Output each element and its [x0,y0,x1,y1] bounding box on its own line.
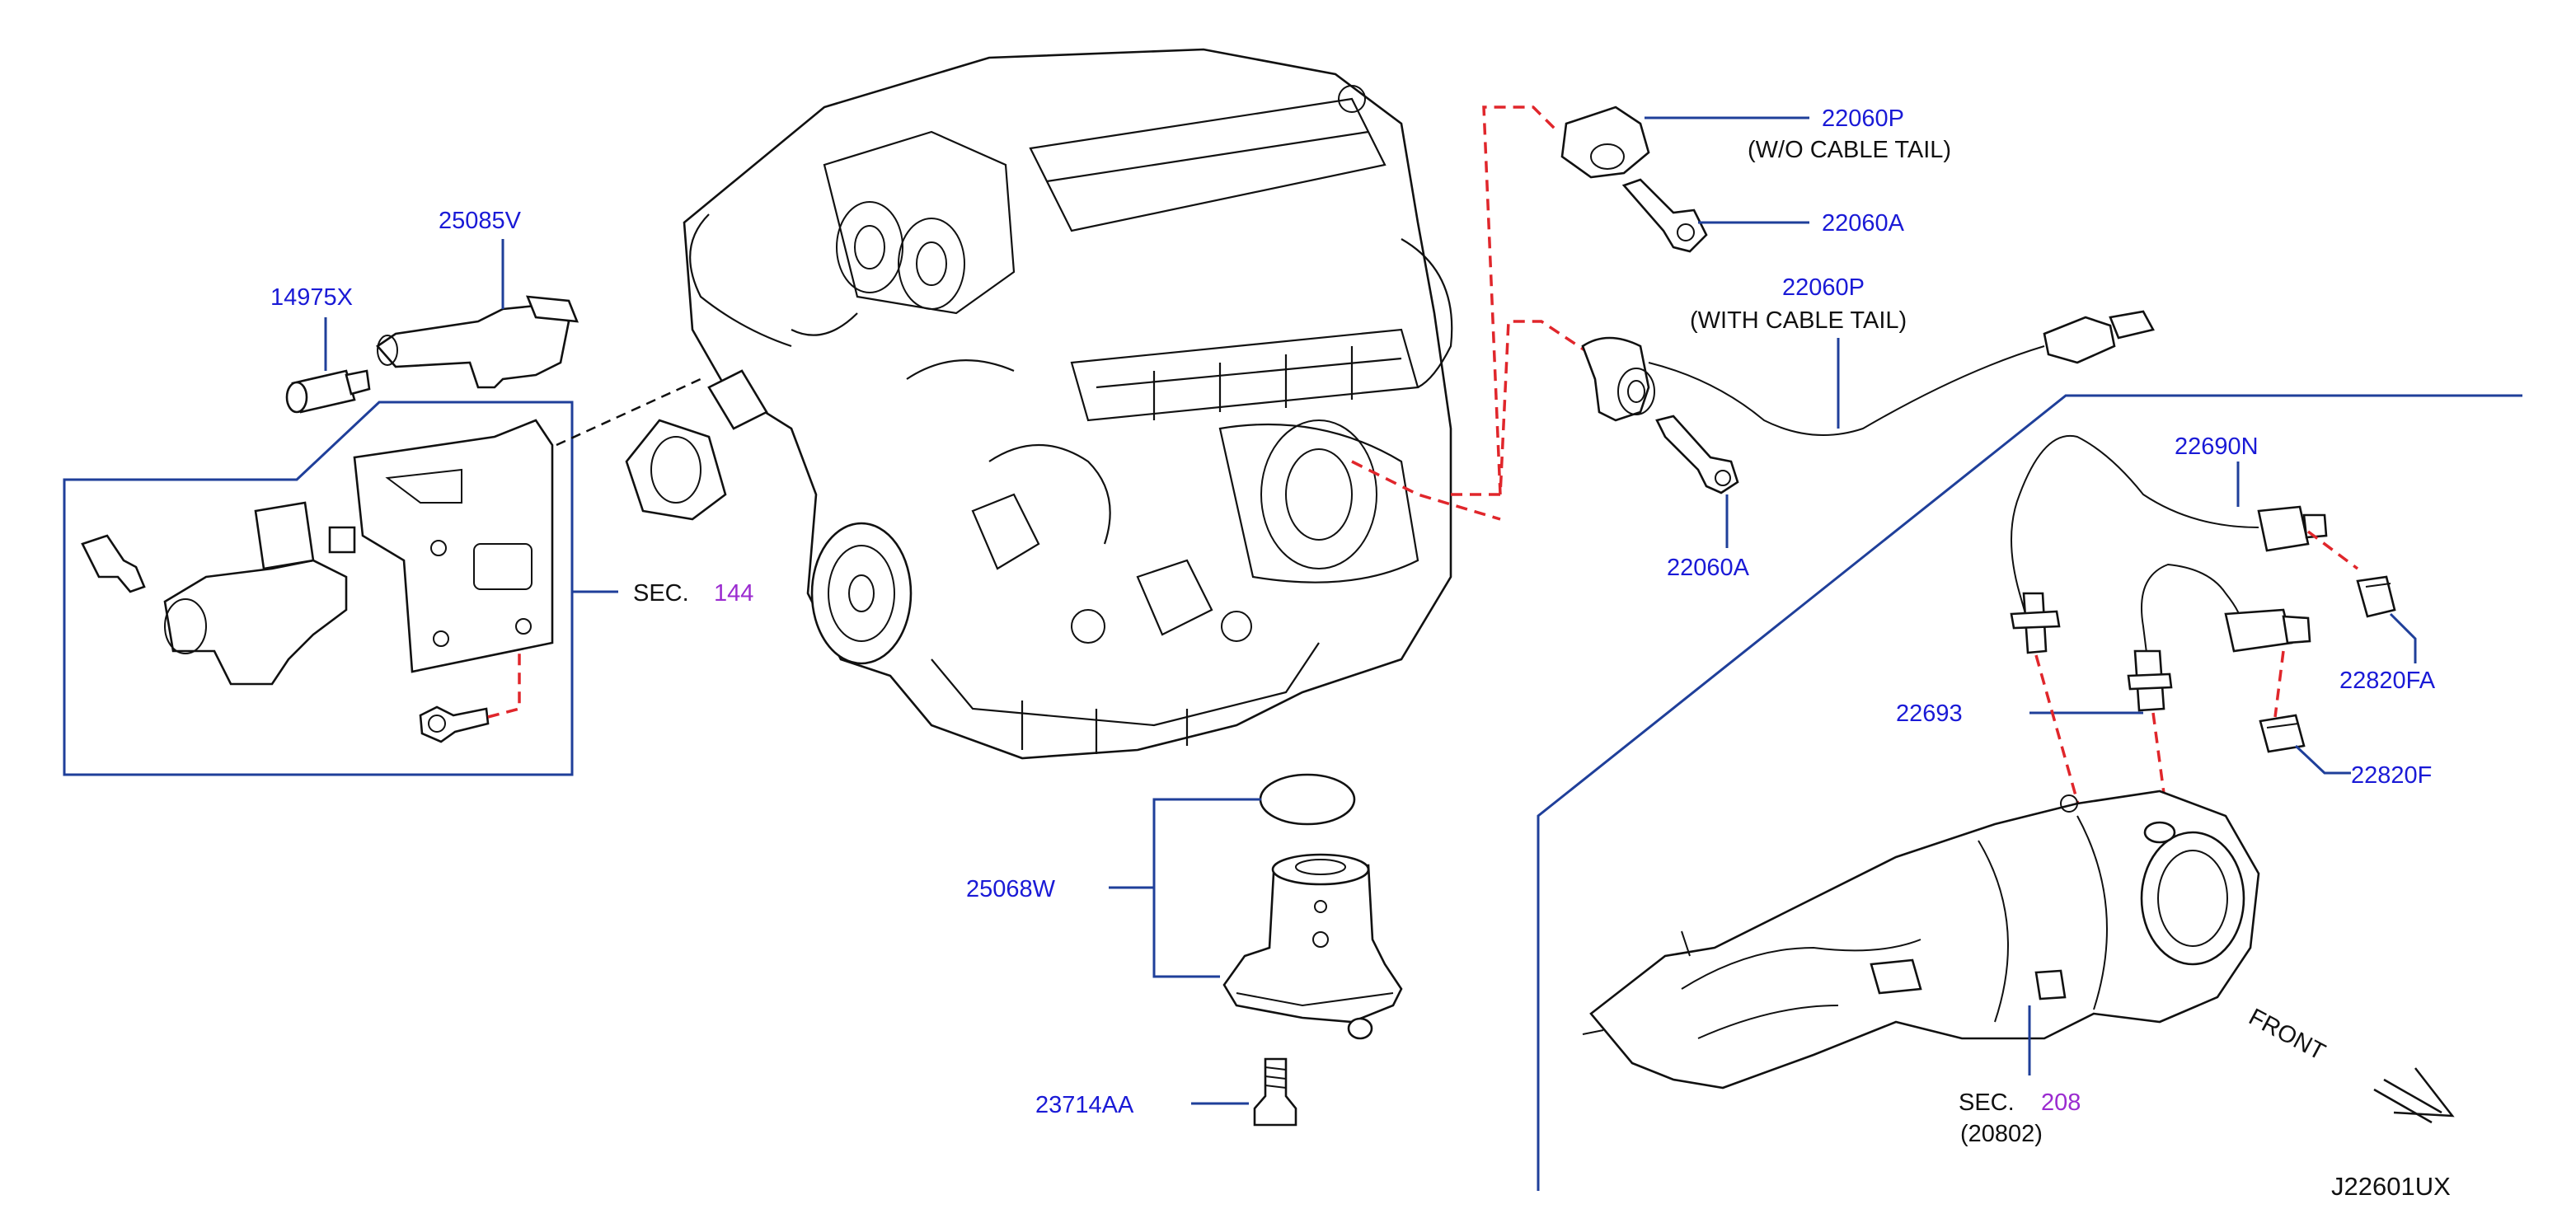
diagram-id: J22601UX [2331,1172,2451,1201]
leader-25068W [1109,798,1261,978]
sec208-prefix: SEC. [1959,1089,2015,1116]
note-22060P-mid: (WITH CABLE TAIL) [1690,307,1907,334]
hose-14975X [285,369,371,414]
connector-bolt-bracket [487,651,521,719]
part-number-14975X[interactable]: 14975X [270,284,353,311]
front-arrow-icon [2373,1067,2455,1124]
part-number-25085V[interactable]: 25085V [439,208,522,234]
bolt-23714AA [1253,1057,1297,1127]
connector-knock-sensor-top [1482,105,1560,495]
o-ring [1259,773,1356,826]
knock-sensor-22060P-mid [1581,310,2155,436]
engine-assembly [625,48,1453,760]
solenoid-bracket-group [63,401,574,776]
connector-clips [2034,530,2359,825]
part-number-25068W[interactable]: 25068W [966,876,1056,902]
connector-engine-bracket [556,377,701,447]
sec208-number[interactable]: 208 [2041,1089,2081,1116]
catalytic-converter [1582,790,2260,1089]
clip-22820F [2259,714,2306,753]
front-label: FRONT [2245,1004,2330,1066]
part-number-22693[interactable]: 22693 [1896,701,1963,727]
oil-filter-bracket-25068W [1222,853,1403,1040]
part-number-22060P-top[interactable]: 22060P [1822,105,1904,132]
leader-22820F [2294,744,2351,775]
part-number-22060P-mid[interactable]: 22060P [1782,274,1865,301]
connector-knock-sensor-mid [1451,320,1592,496]
sec144-prefix: SEC. [633,580,689,607]
note-22060P-top: (W/O CABLE TAIL) [1748,137,1951,163]
part-number-22060A-top[interactable]: 22060A [1822,210,1905,237]
bolt-22060A-mid [1655,415,1739,494]
oxygen-sensor-22690N [2010,434,2328,654]
part-number-22820F[interactable]: 22820F [2351,762,2432,789]
connector-engine-knock [1351,460,1501,521]
sec208-subsection: (20802) [1960,1121,2043,1147]
part-number-22060A-mid[interactable]: 22060A [1667,555,1750,581]
part-number-22820FA[interactable]: 22820FA [2339,668,2436,694]
knock-sensor-22060P-top [1560,105,1650,179]
sec144-number[interactable]: 144 [714,580,753,607]
bolt-22060A-top [1621,178,1708,253]
oxygen-sensor-22693 [2127,563,2311,712]
part-number-22690N[interactable]: 22690N [2175,433,2259,460]
part-number-23714AA[interactable]: 23714AA [1035,1092,1134,1118]
valve-25085V [376,295,579,389]
clip-22820FA [2356,575,2396,618]
section-boundary-right [1537,394,2522,1191]
leader-22820FA [2389,612,2417,663]
